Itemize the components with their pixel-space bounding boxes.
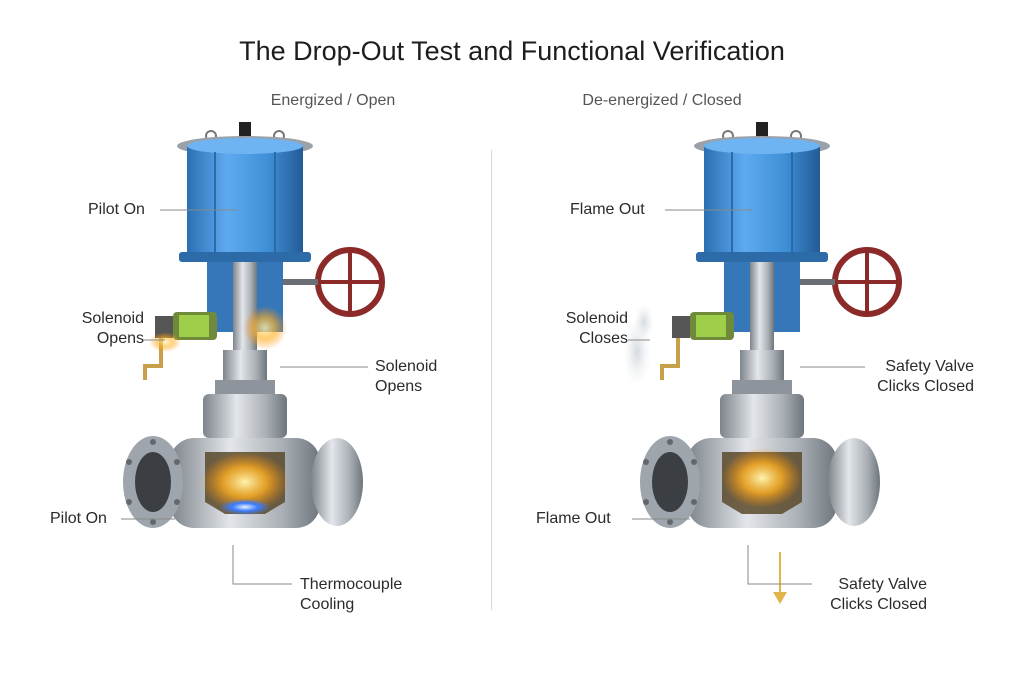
thermocouple-line1: Thermocouple [300, 576, 403, 593]
right-safety-valve-label: Safety Valve Clicks Closed [860, 357, 974, 397]
left-solenoid-label-line2: Opens [96, 330, 144, 347]
left-solenoid-label: Solenoid Opens [58, 309, 144, 349]
right-panel-subtitle: De-energized / Closed [582, 92, 742, 109]
right-flame-out-top-label: Flame Out [570, 201, 645, 218]
diagram-title: The Drop-Out Test and Functional Verific… [239, 36, 785, 66]
left-pilot-on-top-label: Pilot On [88, 201, 145, 218]
thermocouple-cooling-label: Thermocouple Cooling [300, 575, 402, 615]
right-safety-valve-line2: Clicks Closed [877, 378, 974, 395]
left-solenoid-right-line2: Opens [375, 378, 423, 395]
right-solenoid-label: Solenoid Closes [540, 309, 628, 349]
left-pilot-on-bottom-label: Pilot On [50, 510, 107, 527]
right-solenoid-label-line2: Closes [579, 330, 628, 347]
left-solenoid-right-label: Solenoid Opens [375, 357, 437, 397]
right-safety-bottom-line1: Safety Valve [838, 576, 927, 593]
right-flame-out-bottom-label: Flame Out [536, 510, 611, 527]
right-safety-valve-bottom-label: Safety Valve Clicks Closed [815, 575, 927, 615]
right-valve-illustration [623, 122, 899, 604]
left-panel-subtitle: Energized / Open [270, 92, 396, 109]
right-safety-bottom-line2: Clicks Closed [830, 596, 927, 613]
panel-divider [491, 150, 492, 610]
left-solenoid-label-line1: Solenoid [81, 310, 144, 327]
right-safety-valve-line1: Safety Valve [885, 358, 974, 375]
right-solenoid-label-line1: Solenoid [565, 310, 628, 327]
thermocouple-line2: Cooling [300, 596, 355, 613]
left-solenoid-right-line1: Solenoid [375, 358, 438, 375]
left-valve-illustration [123, 122, 382, 528]
